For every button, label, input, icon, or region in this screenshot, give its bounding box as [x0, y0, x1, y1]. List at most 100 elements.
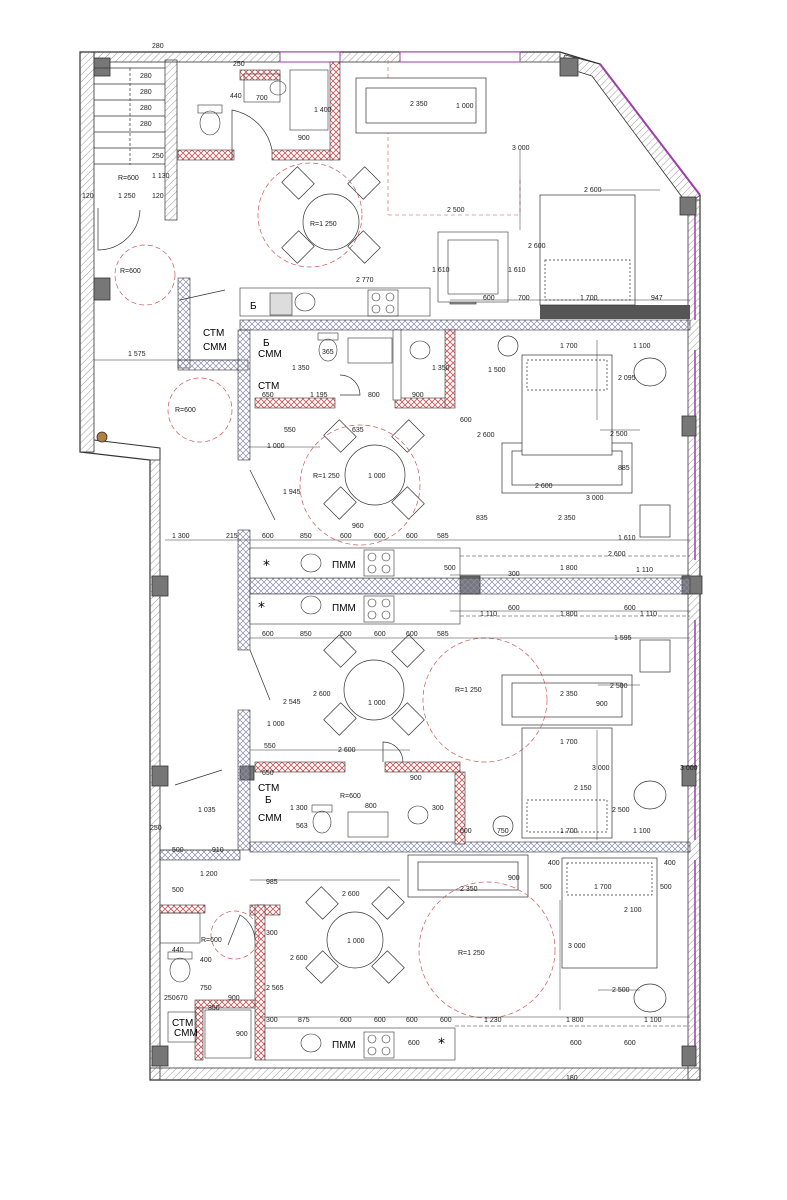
dim-label: 600: [262, 631, 274, 638]
dim-label: 900: [508, 875, 520, 882]
label-smm-3: СММ: [258, 813, 282, 824]
dim-label: 670: [176, 995, 188, 1002]
label-stm-4: СТМ: [172, 1018, 193, 1029]
radius-label: R=600: [340, 793, 361, 800]
dim-label: 500: [172, 887, 184, 894]
dim-label: 563: [296, 823, 308, 830]
dim-label: 850: [300, 533, 312, 540]
star-mark-1: *: [263, 558, 270, 574]
dim-label: 440: [172, 947, 184, 954]
dim-label: 2 600: [535, 483, 553, 490]
staircase: [94, 59, 178, 221]
dim-label: 650: [262, 392, 274, 399]
dim-label: 280: [152, 43, 164, 50]
dim-label: 600: [340, 631, 352, 638]
dim-label: 500: [172, 847, 184, 854]
dim-label: 1 000: [456, 103, 474, 110]
dim-label: 835: [476, 515, 488, 522]
radius-label: R=600: [201, 937, 222, 944]
dim-label: 440: [230, 93, 242, 100]
dim-label: 885: [618, 465, 630, 472]
dim-label: 700: [518, 295, 530, 302]
dim-label: 600: [374, 631, 386, 638]
wardrobes: [437, 231, 509, 303]
dim-label: 800: [368, 392, 380, 399]
dim-label: 947: [651, 295, 663, 302]
dim-label: 1 350: [432, 365, 450, 372]
dim-label: 600: [624, 1040, 636, 1047]
dim-label: 2 600: [528, 243, 546, 250]
label-b-3: Б: [265, 795, 272, 806]
dim-label: 900: [596, 701, 608, 708]
dining-table-2: [323, 419, 425, 520]
label-stm-2: СТМ: [258, 381, 279, 392]
cooktops: [363, 289, 399, 1059]
dim-label: 280: [140, 121, 152, 128]
dim-label: 1 575: [128, 351, 146, 358]
dim-label: 2 600: [290, 955, 308, 962]
dim-label: 350: [208, 1005, 220, 1012]
dim-label: 250: [164, 995, 176, 1002]
label-pmm-1: ПММ: [332, 560, 356, 571]
dim-label: 1 350: [292, 365, 310, 372]
dim-label: 1 200: [200, 871, 218, 878]
dim-label: 400: [664, 860, 676, 867]
sinks: [269, 80, 431, 1053]
dim-label: 2 350: [410, 101, 428, 108]
dim-label: 2 100: [624, 907, 642, 914]
armchairs: [492, 335, 671, 1013]
dim-label: 1 100: [633, 828, 651, 835]
dim-label: 1 230: [484, 1017, 502, 1024]
dim-label: 300: [432, 805, 444, 812]
dim-label: 2 500: [447, 207, 465, 214]
dim-label: 600: [624, 605, 636, 612]
dim-label: 3 000: [568, 943, 586, 950]
dim-label: 1 610: [618, 535, 636, 542]
dim-label: 2 500: [612, 987, 630, 994]
label-stm-3: СТМ: [258, 783, 279, 794]
dim-label: 600: [483, 295, 495, 302]
label-b-1: Б: [263, 338, 270, 349]
dim-label: 280: [140, 73, 152, 80]
dim-label: 1 000: [347, 938, 365, 945]
dim-label: 1 300: [172, 533, 190, 540]
dim-label: 2 350: [558, 515, 576, 522]
dim-label: 2 350: [460, 886, 478, 893]
dim-label: 280: [140, 89, 152, 96]
dim-label: 3 000: [512, 145, 530, 152]
dim-label: 1 700: [560, 828, 578, 835]
dim-label: 985: [266, 879, 278, 886]
dim-label: 500: [540, 884, 552, 891]
dim-label: 600: [570, 1040, 582, 1047]
dim-label: 250: [150, 825, 162, 832]
dim-label: 1 610: [432, 267, 450, 274]
dim-label: 1 595: [614, 635, 632, 642]
dining-table-4: [305, 886, 405, 984]
radius-label: R=1 250: [313, 473, 340, 480]
dim-label: 700: [256, 95, 268, 102]
dim-label: 1 035: [198, 807, 216, 814]
radius-label: R=1 250: [310, 221, 337, 228]
dim-label: 600: [408, 1040, 420, 1047]
dim-label: 800: [365, 803, 377, 810]
dim-label: 2 350: [560, 691, 578, 698]
dim-label: 3 000: [680, 765, 698, 772]
dim-label: 2 600: [477, 432, 495, 439]
dim-label: 2 500: [610, 431, 628, 438]
interior-walls: [159, 60, 691, 1061]
dim-label: 600: [340, 1017, 352, 1024]
dim-label: 2 600: [313, 691, 331, 698]
dim-label: 500: [444, 565, 456, 572]
dim-label: 1 110: [636, 567, 653, 574]
dim-label: 215: [226, 533, 238, 540]
dim-label: 250: [152, 153, 164, 160]
label-pmm-3: ПММ: [332, 1040, 356, 1051]
dim-label: 600: [374, 533, 386, 540]
dim-label: 300: [266, 930, 278, 937]
dim-label: 120: [152, 193, 164, 200]
dim-label: 3 000: [586, 495, 604, 502]
dim-label: 1 700: [594, 884, 612, 891]
dim-label: 600: [440, 1017, 452, 1024]
dimension-labels: 280 280 280 280 280 250 250 1 130 440 70…: [82, 43, 698, 1082]
